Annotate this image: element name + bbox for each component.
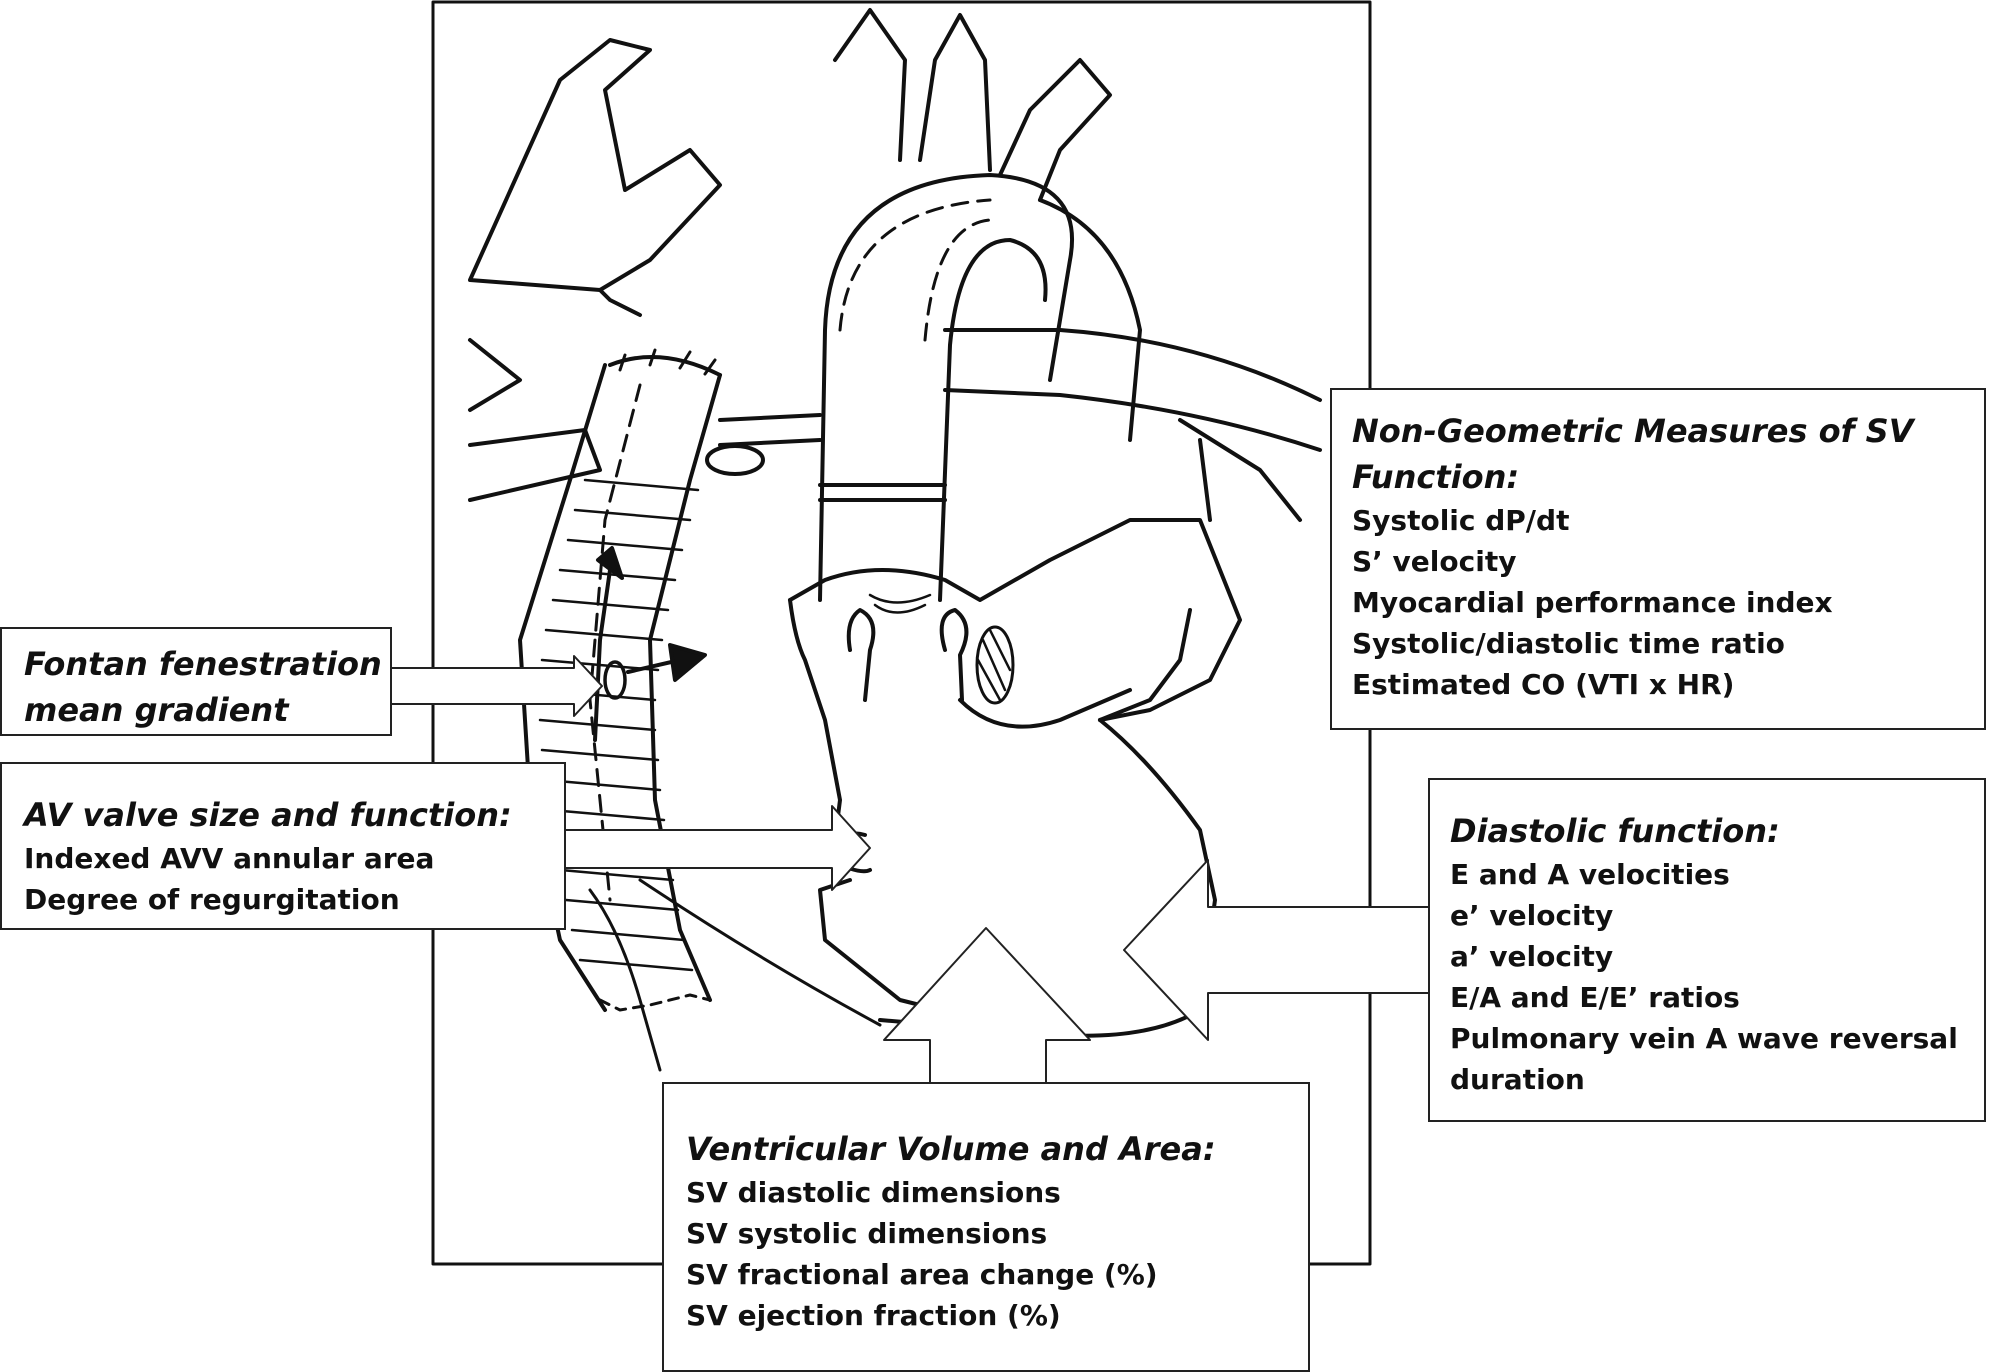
fontan-title-line2: mean gradient [24,691,289,729]
non-geometric-item: Systolic/diastolic time ratio [1352,627,1785,660]
svc-branches [468,38,722,502]
non-geometric-measures-box: Non-Geometric Measures of SV Function: S… [1330,388,1986,730]
diastolic-list: E and A velocities e’ velocity a’ veloci… [1450,854,1984,1100]
non-geometric-title-line1: Non-Geometric Measures of SV [1352,412,1914,450]
arrow-volume [883,927,1091,1085]
diastolic-title: Diastolic function: [1450,812,1780,850]
volume-item: SV diastolic dimensions [686,1176,1061,1209]
pointer-arrows [389,655,1431,1085]
fenestration-arrows [593,546,707,742]
av-valve-item: Indexed AVV annular area [24,842,435,875]
arrow-diastolic [1123,859,1431,1041]
non-geometric-item: S’ velocity [1352,545,1517,578]
aorta [818,173,1075,602]
av-valve-list: Indexed AVV annular area Degree of regur… [24,838,564,920]
pulmonary-arteries [705,328,1322,522]
volume-item: SV systolic dimensions [686,1217,1048,1250]
non-geometric-list: Systolic dP/dt S’ velocity Myocardial pe… [1352,500,1984,705]
volume-item: SV ejection fraction (%) [686,1299,1061,1332]
non-geometric-item: Systolic dP/dt [1352,504,1570,537]
diastolic-item: Pulmonary vein A wave reversal [1450,1022,1958,1055]
av-valve-item: Degree of regurgitation [24,883,400,916]
volume-item: SV fractional area change (%) [686,1258,1158,1291]
single-ventricle [588,518,1242,1072]
diastolic-item: duration [1450,1063,1585,1096]
diastolic-function-box: Diastolic function: E and A velocities e… [1428,778,1986,1122]
diastolic-item: e’ velocity [1450,899,1614,932]
fontan-fenestration-box: Fontan fenestration mean gradient [0,627,392,736]
ventricular-volume-box: Ventricular Volume and Area: SV diastoli… [662,1082,1310,1372]
arrow-fontan [389,655,603,717]
non-geometric-item: Myocardial performance index [1352,586,1833,619]
av-valve-title: AV valve size and function: [24,796,512,834]
diastolic-item: E and A velocities [1450,858,1730,891]
non-geometric-item: Estimated CO (VTI x HR) [1352,668,1735,701]
av-valve-box: AV valve size and function: Indexed AVV … [0,762,566,930]
diastolic-item: E/A and E/E’ ratios [1450,981,1740,1014]
diastolic-item: a’ velocity [1450,940,1614,973]
aortic-head-vessels [833,8,1142,442]
arrow-av-valve [559,805,871,891]
volume-list: SV diastolic dimensions SV systolic dime… [686,1172,1308,1336]
non-geometric-title-line2: Function: [1352,458,1520,496]
volume-title: Ventricular Volume and Area: [686,1130,1216,1168]
fontan-title-line1: Fontan fenestration [24,645,382,683]
